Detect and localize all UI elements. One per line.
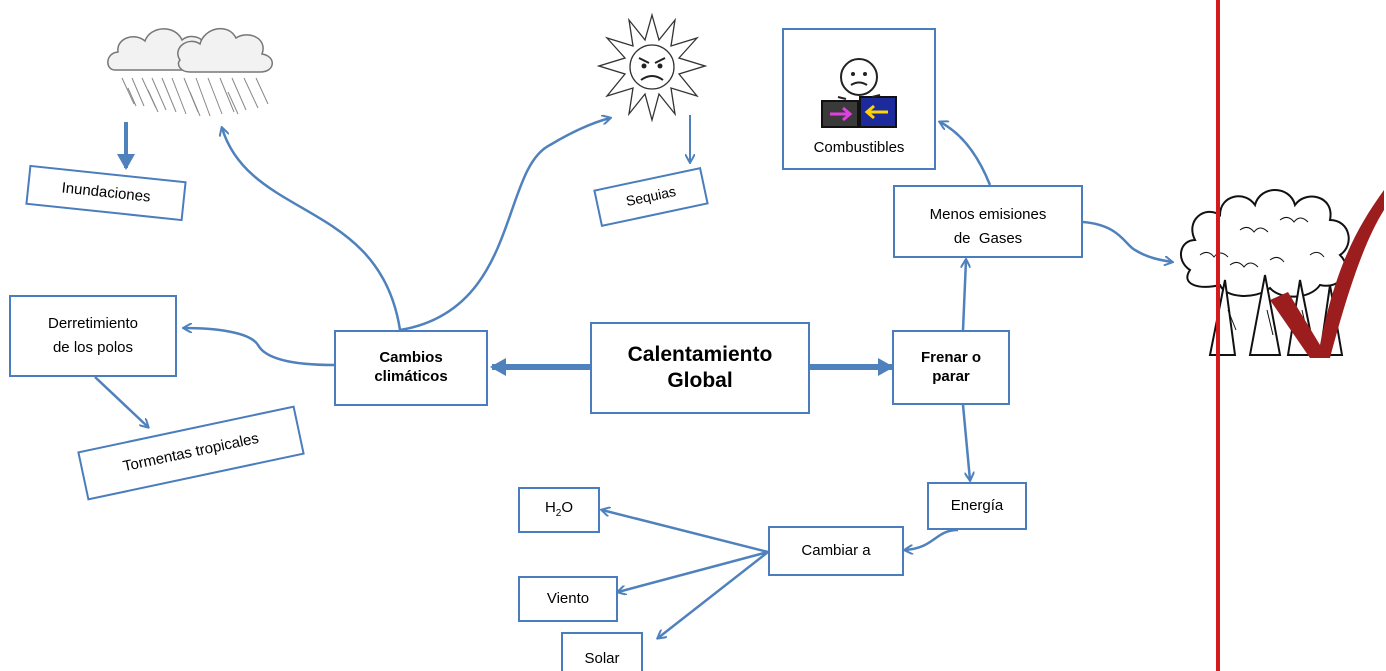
cambios-line-1: Cambios <box>379 349 443 367</box>
emisiones-line-2: de Gases <box>953 230 1023 247</box>
arrow-emisiones-to-trees <box>1082 220 1172 262</box>
arrow-derretimiento-to-tormentas <box>94 376 148 427</box>
node-combustibles[interactable]: Combustibles <box>782 28 936 170</box>
h2o-main: H <box>544 499 556 517</box>
inundaciones-label: Inundaciones <box>60 179 152 206</box>
arrow-cambios-to-cloud <box>222 128 402 331</box>
combustibles-label: Combustibles <box>813 139 905 157</box>
h2o-label: H2O <box>545 499 573 521</box>
node-cambiar-a[interactable]: Cambiar a <box>768 526 904 576</box>
cambios-line-2: climáticos <box>374 368 448 385</box>
arrow-cambiar-to-solar <box>658 551 769 638</box>
derretimiento-line-2: de los polos <box>52 339 134 356</box>
arrow-cambios-to-sun <box>399 118 610 332</box>
central-line-1: Calentamiento <box>627 342 773 366</box>
arrow-frenar-to-energia <box>961 404 970 480</box>
emisiones-line-1: Menos emisiones <box>929 206 1047 223</box>
node-h2o[interactable]: H2O <box>518 487 600 533</box>
solar-label: Solar <box>584 650 620 667</box>
arrow-frenar-to-emisiones <box>963 260 966 331</box>
trees-with-checkmark-icon <box>1180 189 1384 358</box>
node-menos-emisiones[interactable]: Menos emisiones de Gases <box>893 185 1083 258</box>
derretimiento-line-1: Derretimiento <box>47 315 139 332</box>
central-line-2: Global <box>667 369 733 392</box>
arrow-cambios-to-derretimiento <box>184 328 335 367</box>
energia-label: Energía <box>950 496 1004 514</box>
rain-cloud-icon <box>107 27 273 117</box>
cambiar-a-label: Cambiar a <box>801 541 871 559</box>
arrow-cambiar-to-viento <box>618 550 769 592</box>
arrow-cambiar-to-h2o <box>602 510 769 554</box>
page-margin-line <box>1216 0 1220 671</box>
sequias-label: Sequias <box>624 183 678 210</box>
arrow-energia-to-cambiar <box>905 528 959 550</box>
angry-sun-icon <box>597 12 707 123</box>
node-cambios-climaticos[interactable]: Cambios climáticos <box>334 330 488 406</box>
node-derretimiento[interactable]: Derretimiento de los polos <box>9 295 177 377</box>
frenar-line-1: Frenar o <box>920 348 981 366</box>
h2o-sub: 2 <box>555 508 562 520</box>
node-solar[interactable]: Solar <box>561 632 643 671</box>
node-energia[interactable]: Energía <box>927 482 1027 530</box>
node-viento[interactable]: Viento <box>518 576 618 622</box>
node-calentamiento-global[interactable]: Calentamiento Global <box>590 322 810 414</box>
node-frenar-o-parar[interactable]: Frenar o parar <box>892 330 1010 405</box>
arrow-emisiones-to-combustibles <box>940 122 992 186</box>
h2o-tail: O <box>561 499 574 517</box>
frenar-line-2: parar <box>932 367 970 385</box>
viento-label: Viento <box>546 589 590 607</box>
person-with-fuel-icon <box>821 58 897 129</box>
